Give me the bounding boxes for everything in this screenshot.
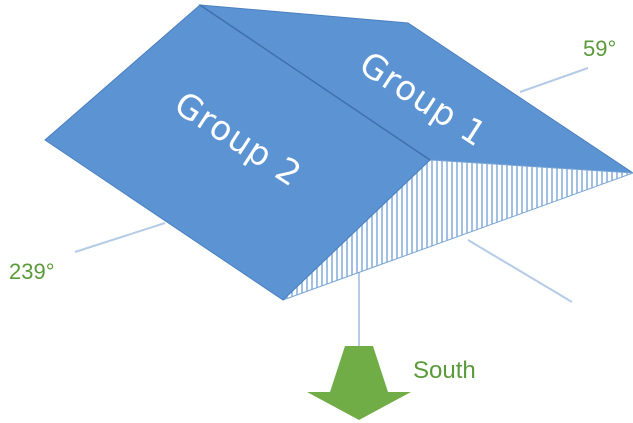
azimuth-axis-group2 [74, 222, 166, 253]
azimuth-axis-group1 [519, 67, 589, 93]
azimuth-label-239: 239° [9, 259, 55, 284]
azimuth-label-59: 59° [583, 36, 616, 61]
south-label: South [413, 357, 476, 384]
roof-ridge-line [199, 4, 431, 161]
ridge-axis-line [467, 239, 573, 303]
south-arrow-icon [307, 346, 411, 420]
